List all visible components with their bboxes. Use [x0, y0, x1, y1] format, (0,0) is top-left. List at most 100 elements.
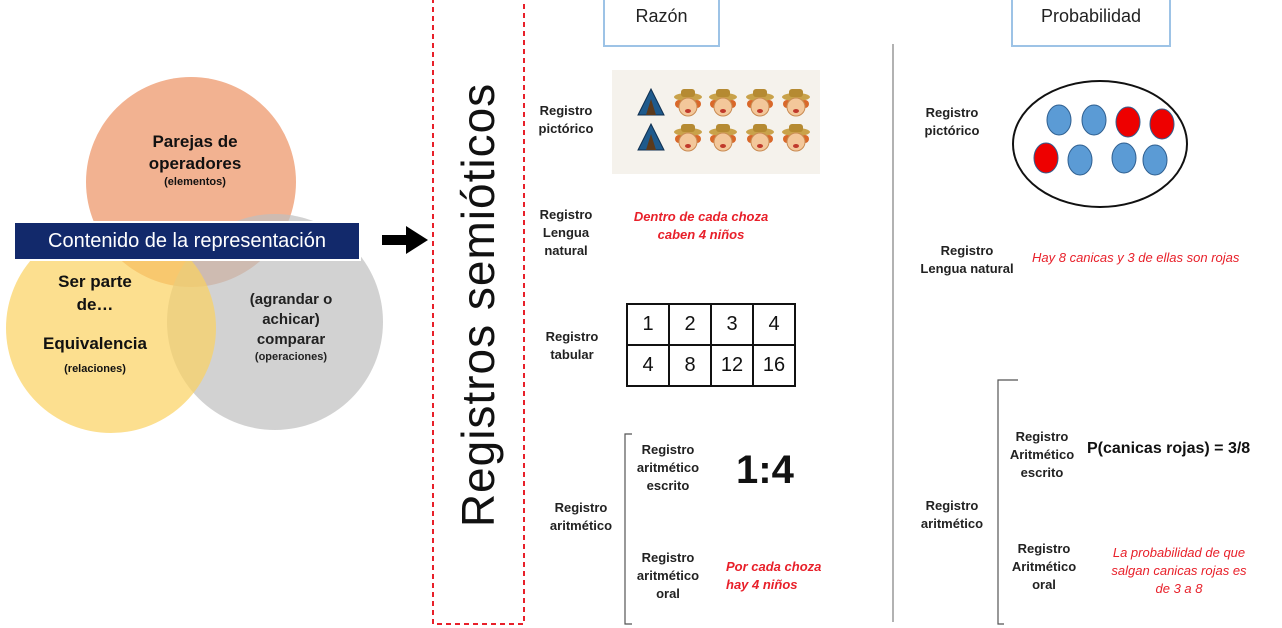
razon-bracket: [624, 433, 632, 625]
label-line: pictórico: [924, 123, 980, 138]
venn-left-sub: (relaciones): [64, 363, 126, 375]
label-line: escrito: [646, 478, 690, 493]
probabilidad-header-box: [1011, 0, 1171, 47]
prob-escrito-label: Registro Aritmético escrito: [1002, 428, 1082, 482]
table-cell: 8: [668, 344, 712, 387]
venn-top-line1: Parejas de: [152, 132, 238, 151]
label-line: Aritmético: [1011, 559, 1077, 574]
probabilidad-header: Probabilidad: [1040, 6, 1142, 26]
label-line: Registro: [925, 498, 979, 513]
label-line: tabular: [550, 347, 594, 362]
table-cell: 12: [710, 344, 754, 387]
venn-top-line2: operadores: [148, 154, 242, 173]
label-line: Aritmético: [1009, 447, 1075, 462]
marble-group: [1033, 104, 1175, 176]
label-line: Registro: [940, 243, 994, 258]
venn-left-text: Ser parte de… Equivalencia (relaciones): [30, 270, 160, 377]
prob-lengua-text: Hay 8 canicas y 3 de ellas son rojas: [1032, 250, 1240, 265]
child-icon: [709, 89, 737, 117]
table-row: 1 2 3 4: [626, 303, 796, 346]
label-line: aritmético: [636, 568, 700, 583]
label-line: oral: [1032, 577, 1056, 592]
table-cell: 4: [626, 344, 670, 387]
venn-right-line3: comparar: [256, 331, 326, 348]
prob-oral-label: Registro Aritmético oral: [1004, 540, 1084, 594]
label-line: Registro: [554, 500, 608, 515]
label-line: Lengua natural: [920, 261, 1014, 276]
blue-marble-icon: [1142, 144, 1168, 176]
razon-pictorico-label: Registro pictórico: [528, 102, 604, 138]
razon-lengua-text: Dentro de cada choza caben 4 niños: [616, 208, 786, 244]
label-line: Registro: [1015, 429, 1069, 444]
text-line: La probabilidad de que: [1112, 545, 1246, 560]
red-marble-icon: [1033, 142, 1059, 174]
label-line: Registro: [539, 207, 593, 222]
prob-escrito-value: P(canicas rojas) = 3/8: [1087, 440, 1251, 457]
table-cell: 3: [710, 303, 754, 346]
text-line: salgan canicas rojas es: [1111, 563, 1247, 578]
razon-header-box: [603, 0, 720, 47]
venn-right-line2: achicar): [262, 311, 320, 328]
venn-circle-relaciones: [6, 223, 216, 433]
child-icon: [746, 124, 774, 152]
razon-tabular-label: Registro tabular: [534, 328, 610, 364]
table-row: 4 8 12 16: [626, 344, 796, 387]
semiotic-box: [432, 0, 525, 625]
table-cell: 2: [668, 303, 712, 346]
label-line: Registro: [641, 550, 695, 565]
razon-escrito-value: 1:4: [736, 448, 794, 492]
child-icon: [782, 89, 810, 117]
label-line: Registro: [641, 442, 695, 457]
label-line: aritmético: [549, 518, 613, 533]
venn-left-line1: Ser parte: [58, 272, 132, 291]
razon-header: Razón: [635, 6, 688, 26]
content-banner: Contenido de la representación: [13, 221, 361, 261]
venn-left-line2: de…: [76, 295, 114, 314]
child-icon: [709, 124, 737, 152]
pictorial-panel: [612, 70, 820, 174]
label-line: oral: [656, 586, 680, 601]
razon-oral-text: Por cada choza hay 4 niños: [726, 558, 866, 594]
table-cell: 1: [626, 303, 670, 346]
venn-right-sub: (operaciones): [254, 351, 328, 363]
razon-escrito-label: Registro aritmético escrito: [628, 441, 708, 495]
child-icon: [674, 124, 702, 152]
hut-icon: [637, 87, 665, 116]
razon-oral-label: Registro aritmético oral: [628, 549, 708, 603]
prob-pictorico-label: Registro pictórico: [914, 104, 990, 140]
venn-right-text: (agrandar o achicar) comparar (operacion…: [226, 290, 356, 364]
table-cell: 4: [752, 303, 796, 346]
blue-marble-icon: [1046, 104, 1072, 136]
razon-aritmetico-label: Registro aritmético: [543, 499, 619, 535]
child-icon: [674, 89, 702, 117]
prob-oral-text: La probabilidad de que salgan canicas ro…: [1088, 544, 1270, 598]
red-marble-icon: [1115, 106, 1141, 138]
label-line: Registro: [925, 105, 979, 120]
prob-aritmetico-label: Registro aritmético: [914, 497, 990, 533]
venn-circle-operaciones: [167, 214, 383, 430]
text-line: Por cada choza: [726, 559, 822, 574]
children-and-huts: [637, 87, 810, 152]
label-line: Registro: [1017, 541, 1071, 556]
label-line: escrito: [1020, 465, 1064, 480]
venn-right-line1: (agrandar o: [249, 291, 333, 308]
label-line: aritmético: [636, 460, 700, 475]
arrow-icon: [382, 226, 428, 254]
venn-top-sub: (elementos): [164, 176, 226, 188]
prob-lengua-label: Registro Lengua natural: [908, 242, 1026, 278]
vertical-title-text: Registros semióticos: [452, 82, 504, 528]
razon-table: 1 2 3 4 4 8 12 16: [626, 303, 796, 387]
content-banner-label: Contenido de la representación: [48, 230, 326, 252]
label-line: Registro: [545, 329, 599, 344]
table-cell: 16: [752, 344, 796, 387]
label-line: Lengua: [542, 225, 590, 240]
text-line: hay 4 niños: [726, 577, 798, 592]
child-icon: [746, 89, 774, 117]
label-line: Registro: [539, 103, 593, 118]
red-marble-icon: [1149, 108, 1175, 140]
blue-marble-icon: [1111, 142, 1137, 174]
razon-lengua-label: Registro Lengua natural: [528, 206, 604, 260]
venn-left-line3: Equivalencia: [43, 334, 147, 353]
prob-bracket: [997, 379, 1018, 625]
child-icon: [782, 124, 810, 152]
